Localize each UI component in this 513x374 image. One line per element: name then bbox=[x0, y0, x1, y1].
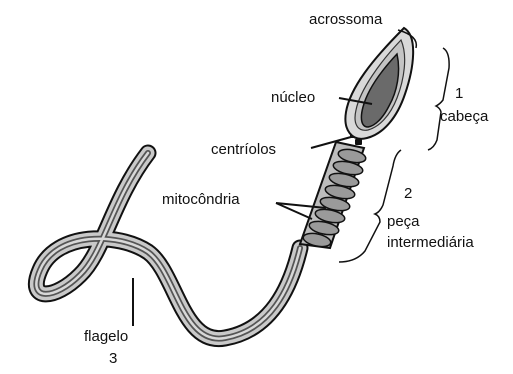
head-number: 1 bbox=[455, 85, 463, 102]
head-bracket bbox=[428, 48, 449, 150]
flagellum-shape bbox=[36, 153, 300, 339]
flagellum-label: flagelo bbox=[84, 328, 128, 345]
midpiece-shape bbox=[300, 142, 367, 249]
midpiece-name-line2: intermediária bbox=[387, 234, 474, 251]
mitochondria-label: mitocôndria bbox=[162, 191, 240, 208]
head-shape bbox=[345, 28, 416, 139]
nucleus-label: núcleo bbox=[271, 89, 315, 106]
flagellum-number: 3 bbox=[109, 350, 117, 367]
midpiece-number: 2 bbox=[404, 185, 412, 202]
head-name: cabeça bbox=[440, 108, 488, 125]
centrioles-label: centríolos bbox=[211, 141, 276, 158]
midpiece-name-line1: peça bbox=[387, 213, 420, 230]
acrosome-label: acrossoma bbox=[309, 11, 382, 28]
